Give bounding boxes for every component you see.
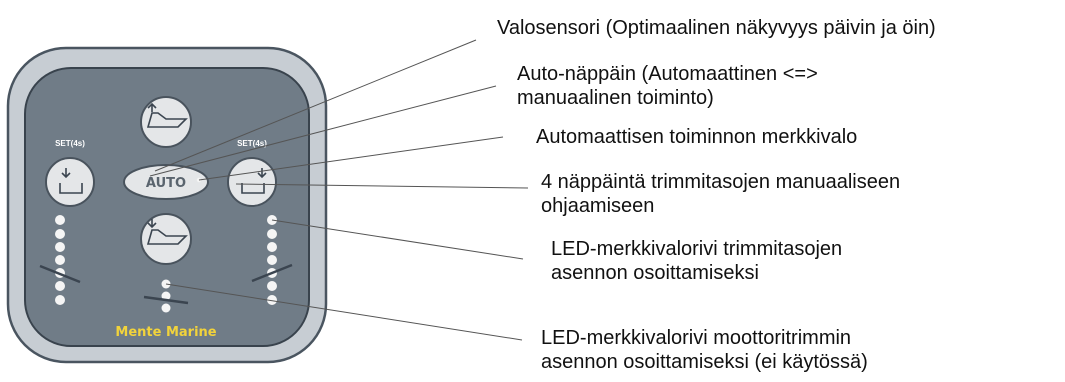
boat-down-icon xyxy=(146,219,188,245)
trim-tab-left-icon xyxy=(59,168,83,194)
leader-led-motor xyxy=(165,283,523,341)
set-label-left: SET(4s) xyxy=(55,139,85,148)
leader-keys xyxy=(235,183,529,189)
led xyxy=(267,295,277,305)
led-column-left xyxy=(55,215,65,305)
boat-up-icon xyxy=(146,102,188,128)
led xyxy=(267,255,277,265)
callout-line: 4 näppäintä trimmitasojen manuaaliseen xyxy=(541,171,901,193)
center-mark-left xyxy=(39,264,81,284)
callout-light-sensor: Valosensori (Optimaalinen näkyvyys päivi… xyxy=(497,16,936,40)
auto-button[interactable]: AUTO xyxy=(123,164,209,200)
led xyxy=(161,303,171,313)
set-label-right: SET(4s) xyxy=(237,139,267,148)
trim-right-button[interactable] xyxy=(227,157,277,207)
brand-logo: Mente Marine xyxy=(115,325,216,340)
callout-line: asennon osoittamiseksi xyxy=(551,262,759,284)
auto-label: AUTO xyxy=(146,176,186,191)
led xyxy=(55,295,65,305)
callout-keys: 4 näppäintä trimmitasojen manuaaliseen o… xyxy=(541,170,900,218)
led xyxy=(55,281,65,291)
led-column-right xyxy=(267,215,277,305)
callout-auto-key: Auto-näppäin (Automaattinen <=> manuaali… xyxy=(517,62,818,110)
trim-tab-right-icon xyxy=(241,168,267,194)
leader-light-sensor xyxy=(154,39,477,172)
callout-line: Automaattisen toiminnon merkkivalo xyxy=(536,126,858,148)
callout-line: LED-merkkivalorivi moottoritrimmin xyxy=(541,327,852,349)
boat-up-button[interactable] xyxy=(140,96,192,148)
callout-line: Valosensori (Optimaalinen näkyvyys päivi… xyxy=(497,17,936,39)
led xyxy=(161,291,171,301)
leader-lines xyxy=(149,39,529,341)
led xyxy=(55,255,65,265)
led xyxy=(55,229,65,239)
led xyxy=(55,215,65,225)
callout-auto-indicator: Automaattisen toiminnon merkkivalo xyxy=(536,125,857,149)
leader-led-trim xyxy=(271,219,524,260)
led xyxy=(267,281,277,291)
trim-left-button[interactable] xyxy=(45,157,95,207)
callout-line: manuaalinen toiminto) xyxy=(517,87,714,109)
callout-led-motor: LED-merkkivalorivi moottoritrimmin asenn… xyxy=(541,326,868,374)
leader-auto-key xyxy=(149,85,497,177)
callout-line: LED-merkkivalorivi trimmitasojen xyxy=(551,238,843,260)
center-mark-center xyxy=(143,295,189,305)
led xyxy=(267,242,277,252)
leader-auto-indicator xyxy=(198,136,504,181)
callout-led-trim: LED-merkkivalorivi trimmitasojen asennon… xyxy=(551,237,842,285)
callout-line: asennon osoittamiseksi (ei käytössä) xyxy=(541,351,868,373)
led xyxy=(55,242,65,252)
center-mark-right xyxy=(251,263,293,283)
boat-down-button[interactable] xyxy=(140,213,192,265)
callout-line: Auto-näppäin (Automaattinen <=> xyxy=(517,63,818,85)
callout-line: ohjaamiseen xyxy=(541,195,655,217)
led xyxy=(267,229,277,239)
